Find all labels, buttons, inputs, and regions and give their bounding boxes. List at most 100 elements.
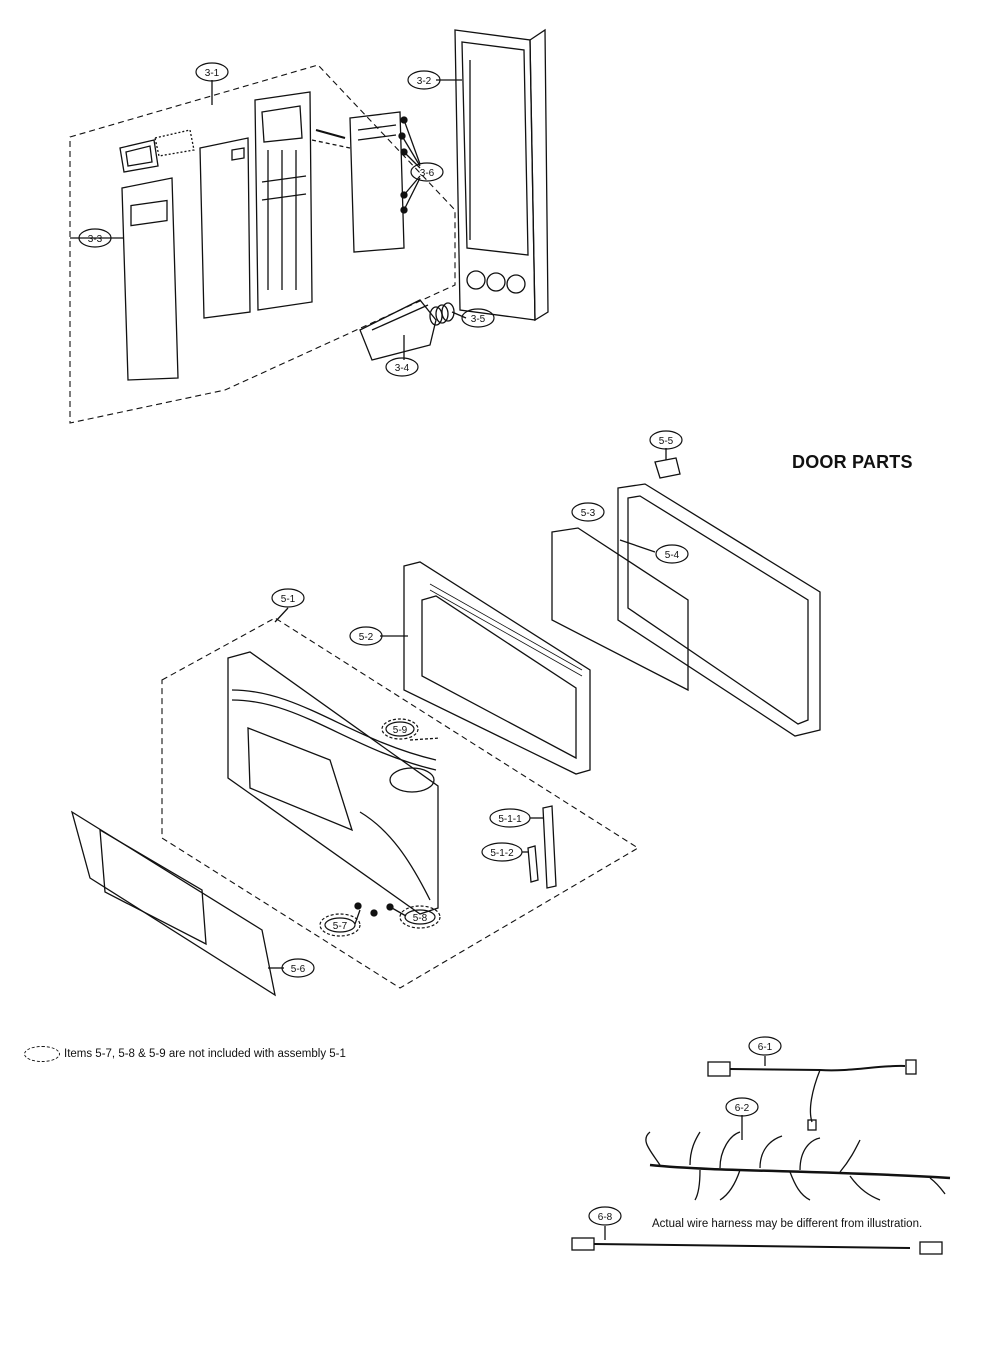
callout-5-6: 5-6 [281, 958, 315, 978]
callout-5-9: 5-9 [381, 718, 419, 740]
callout-5-1-2: 5-1-2 [481, 842, 523, 862]
assembly-5-1-boundary [161, 617, 640, 989]
leader-3-6 [403, 119, 421, 165]
callout-5-5: 5-5 [649, 430, 683, 450]
callout-5-1-1: 5-1-1 [489, 808, 531, 828]
membrane-sheet [199, 137, 251, 319]
harness-6-1-wire [729, 1064, 906, 1072]
svg-text:5-1: 5-1 [281, 594, 296, 605]
svg-text:6-8: 6-8 [598, 1212, 613, 1223]
door-handle [389, 767, 435, 793]
harness-6-8-connector [571, 1237, 595, 1251]
frame-guide [311, 139, 351, 149]
door-hardware [354, 902, 394, 917]
display-window-inner [125, 145, 153, 167]
door-window [247, 727, 354, 832]
part-5-3-sheet [551, 527, 689, 692]
leader-3-6 [403, 151, 421, 169]
dashed-oval-legend-icon [24, 1046, 60, 1062]
callout-3-3: 3-3 [78, 228, 112, 248]
harness-6-8-connector [919, 1241, 943, 1255]
callout-6-8: 6-8 [588, 1206, 622, 1226]
choke-teeth [429, 583, 583, 677]
svg-text:5-7: 5-7 [333, 921, 348, 932]
door-group [70, 448, 821, 997]
housing-back [529, 28, 549, 322]
callout-3-5: 3-5 [461, 308, 495, 328]
door-curve [231, 689, 437, 761]
leader-3-6 [403, 177, 421, 211]
callout-6-1: 6-1 [748, 1036, 782, 1056]
part-3-5-spring [429, 302, 455, 326]
display-window [119, 139, 159, 173]
button-edge [371, 304, 429, 331]
callout-6-2: 6-2 [725, 1097, 759, 1117]
svg-text:5-3: 5-3 [581, 508, 596, 519]
svg-text:5-5: 5-5 [659, 436, 674, 447]
svg-text:3-3: 3-3 [88, 234, 103, 245]
frame-top-window [261, 105, 303, 143]
leader-5-1 [274, 607, 289, 623]
part-3-4-button [359, 299, 437, 361]
callout-5-8: 5-8 [399, 905, 441, 929]
part-5-1-2-spring [527, 845, 539, 883]
harness-6-1-plug [807, 1119, 817, 1131]
callout-5-1: 5-1 [271, 588, 305, 608]
leader-3-6 [401, 135, 421, 167]
callout-3-1: 3-1 [195, 62, 229, 82]
assembly-3-1-boundary [69, 64, 456, 424]
frame-pin [315, 129, 346, 139]
svg-text:5-1-2: 5-1-2 [490, 848, 514, 859]
part-5-4-frame [617, 483, 821, 737]
frame-cross [261, 193, 307, 201]
display-label [154, 129, 195, 157]
part-3-3-window [130, 199, 168, 227]
svg-text:6-2: 6-2 [735, 1103, 750, 1114]
svg-text:3-6: 3-6 [420, 168, 435, 179]
housing-inner [461, 41, 529, 256]
part-5-1-door-body [227, 651, 439, 915]
assembly-note: Items 5-7, 5-8 & 5-9 are not included wi… [24, 1046, 346, 1062]
frame-5-4-inner [627, 495, 809, 725]
harness-group [571, 1056, 951, 1255]
svg-text:5-9: 5-9 [393, 725, 408, 736]
door-lower-curve [359, 811, 431, 901]
harness-6-8-wire [593, 1243, 911, 1249]
callout-5-3: 5-3 [571, 502, 605, 522]
part-5-2-choke [403, 561, 591, 775]
leader-5-4 [619, 539, 656, 553]
leader-5-8 [391, 907, 407, 917]
callout-3-4: 3-4 [385, 357, 419, 377]
harness-6-2-trunk [649, 1163, 951, 1180]
pcb-trace [357, 124, 397, 131]
svg-text:5-6: 5-6 [291, 964, 306, 975]
part-5-5-latch [654, 457, 681, 479]
svg-text:5-1-1: 5-1-1 [498, 814, 522, 825]
leader-5-9 [409, 737, 441, 741]
membrane-tab [231, 147, 245, 161]
svg-text:3-2: 3-2 [417, 76, 432, 87]
svg-text:3-5: 3-5 [471, 314, 486, 325]
callouts: 3-1 3-2 3-3 3-6 3-5 3-4 5-5 5-3 5-4 5-1 … [78, 62, 782, 1226]
pcb-trace [357, 134, 397, 141]
callout-5-2: 5-2 [349, 626, 383, 646]
harness-6-1-plug [905, 1059, 917, 1075]
frame-cross [261, 175, 307, 183]
svg-text:5-8: 5-8 [413, 913, 428, 924]
callout-5-7: 5-7 [319, 913, 361, 937]
door-curve [231, 699, 437, 771]
svg-text:5-4: 5-4 [665, 550, 680, 561]
callout-3-6: 3-6 [410, 162, 444, 182]
harness-6-2-branches [645, 1131, 946, 1201]
svg-text:5-2: 5-2 [359, 632, 374, 643]
svg-text:6-1: 6-1 [758, 1042, 773, 1053]
svg-text:3-4: 3-4 [395, 363, 410, 374]
control-panel-group [69, 28, 549, 424]
housing-bottom-holes [466, 270, 526, 294]
part-3-2-housing [454, 29, 536, 321]
harness-6-1-branch [809, 1069, 821, 1123]
callout-5-4: 5-4 [655, 544, 689, 564]
assembly-note-text: Items 5-7, 5-8 & 5-9 are not included wi… [64, 1048, 346, 1060]
leader-3-5 [451, 311, 467, 319]
